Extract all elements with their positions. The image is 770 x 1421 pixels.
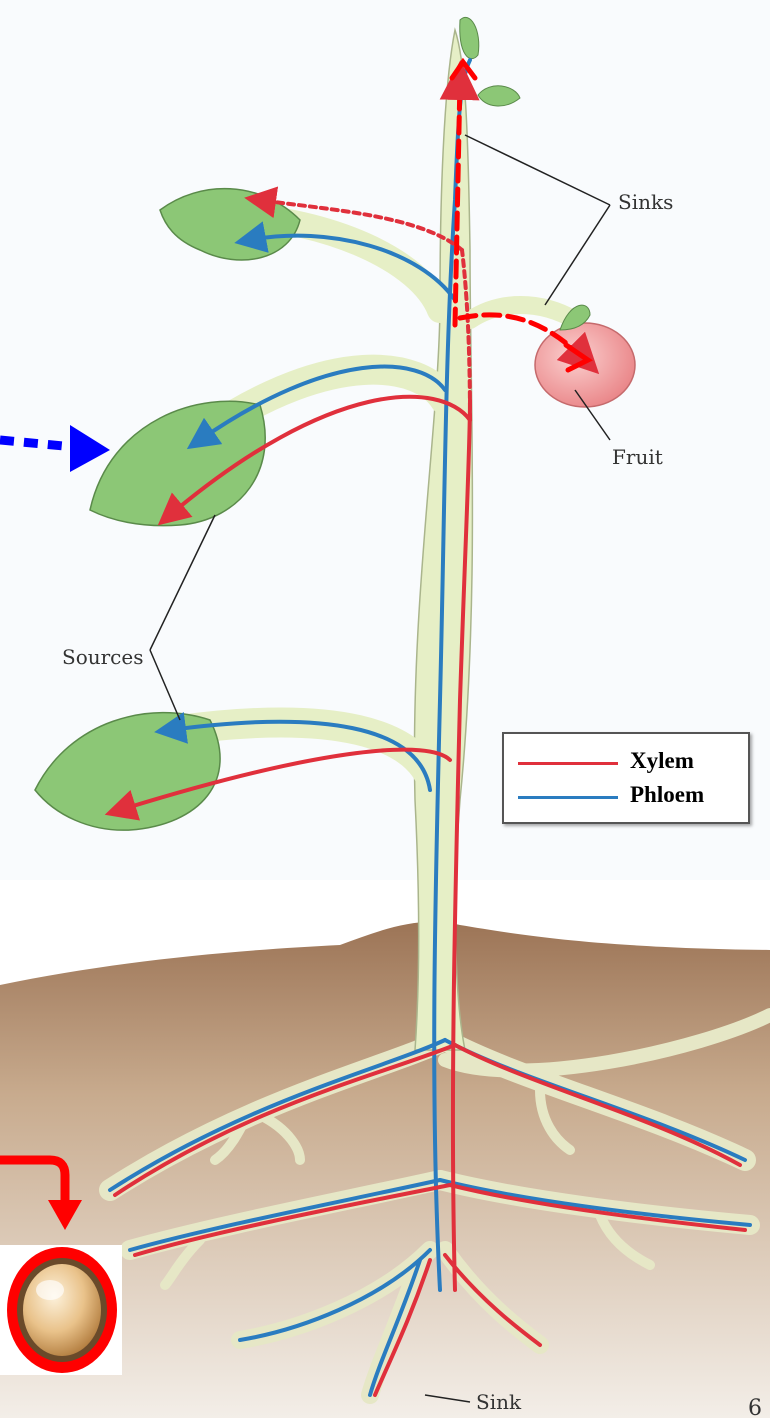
page-number: 6 [748,1396,762,1421]
phloem-swatch [518,796,618,799]
fruit-label: Fruit [612,445,663,469]
legend-item-xylem: Xylem [504,748,748,778]
sinks-label: Sinks [618,190,673,214]
legend: Xylem Phloem [502,732,750,824]
phloem-label: Phloem [630,782,704,808]
sources-label: Sources [62,645,143,669]
legend-item-phloem: Phloem [504,782,748,812]
xylem-label: Xylem [630,748,694,774]
xylem-swatch [518,762,618,765]
sink-label: Sink [476,1390,521,1414]
seed-icon [0,1245,122,1375]
